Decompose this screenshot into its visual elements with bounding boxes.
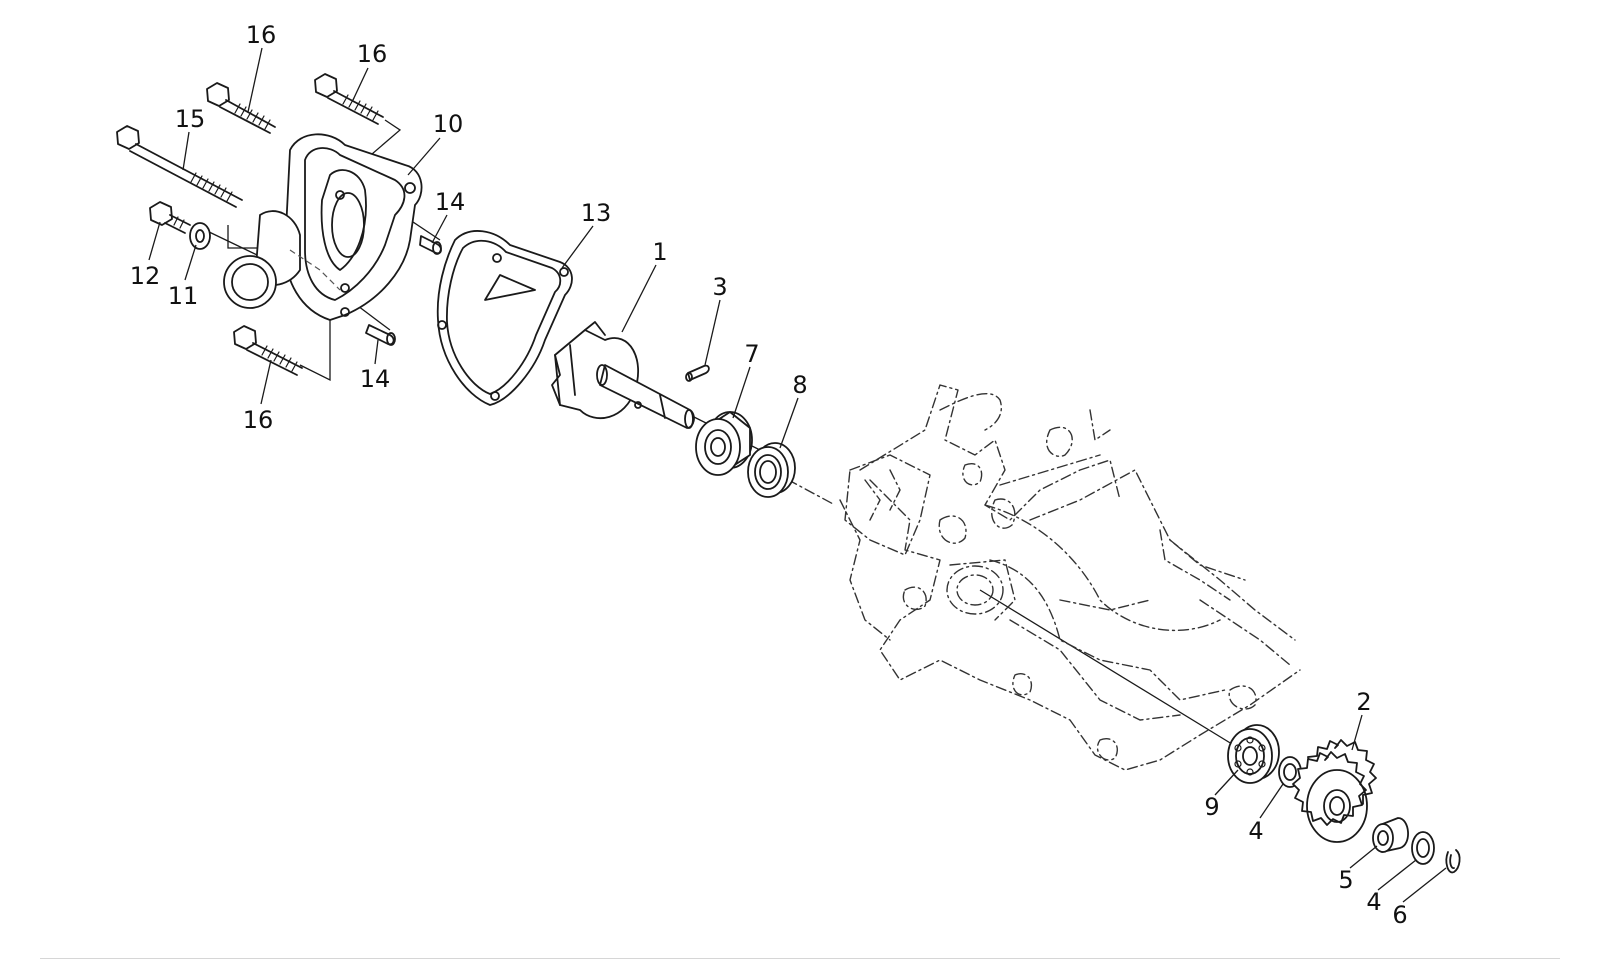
bearing-9: [1227, 724, 1280, 784]
callout-9: 9: [1204, 793, 1219, 821]
impeller-shaft-1: [551, 321, 695, 429]
callout-13: 13: [581, 199, 612, 227]
bolt-16-upper-left: [206, 82, 276, 134]
callout-labels: 16 16 15 10 14 12 11 13 1 3 7 8 14 16 2 …: [130, 21, 1408, 929]
callout-5: 5: [1338, 866, 1353, 894]
dowel-pin-14-lower: [365, 324, 396, 346]
callout-4-lower: 4: [1366, 888, 1381, 916]
callout-4-upper: 4: [1248, 817, 1263, 845]
callout-6: 6: [1392, 901, 1407, 929]
dowel-pin-14-upper: [419, 235, 442, 255]
callout-7: 7: [744, 340, 759, 368]
callout-3: 3: [712, 273, 727, 301]
callout-14-lower: 14: [360, 365, 391, 393]
bolt-16-lower: [233, 325, 303, 376]
callout-2: 2: [1356, 688, 1371, 716]
callout-14-upper: 14: [435, 188, 466, 216]
callout-1: 1: [652, 238, 667, 266]
callout-12: 12: [130, 262, 161, 290]
washer-4-lower: [1411, 831, 1435, 865]
leader-lines: [148, 47, 1447, 903]
callout-16-top-left: 16: [246, 21, 277, 49]
callout-16-top-right: 16: [357, 40, 388, 68]
oil-seal-8: [747, 442, 796, 498]
circlip-6: [1445, 849, 1461, 874]
callout-16-lower: 16: [243, 406, 274, 434]
gear-2: [1292, 739, 1377, 843]
crankcase-outline: [839, 384, 1301, 771]
callout-8: 8: [792, 371, 807, 399]
collar-5: [1372, 817, 1409, 853]
long-bolt-15: [116, 125, 243, 208]
callout-11: 11: [168, 282, 199, 310]
bottom-divider: [40, 958, 1560, 959]
washer-11: [189, 222, 211, 250]
pump-cover-10: [223, 133, 423, 321]
pin-3: [685, 364, 710, 382]
bolt-16-upper-right: [314, 73, 384, 125]
bolt-12: [149, 201, 191, 234]
bearing-7: [695, 411, 753, 476]
gasket-13: [436, 230, 573, 406]
callout-10: 10: [433, 110, 464, 138]
callout-15: 15: [175, 105, 206, 133]
